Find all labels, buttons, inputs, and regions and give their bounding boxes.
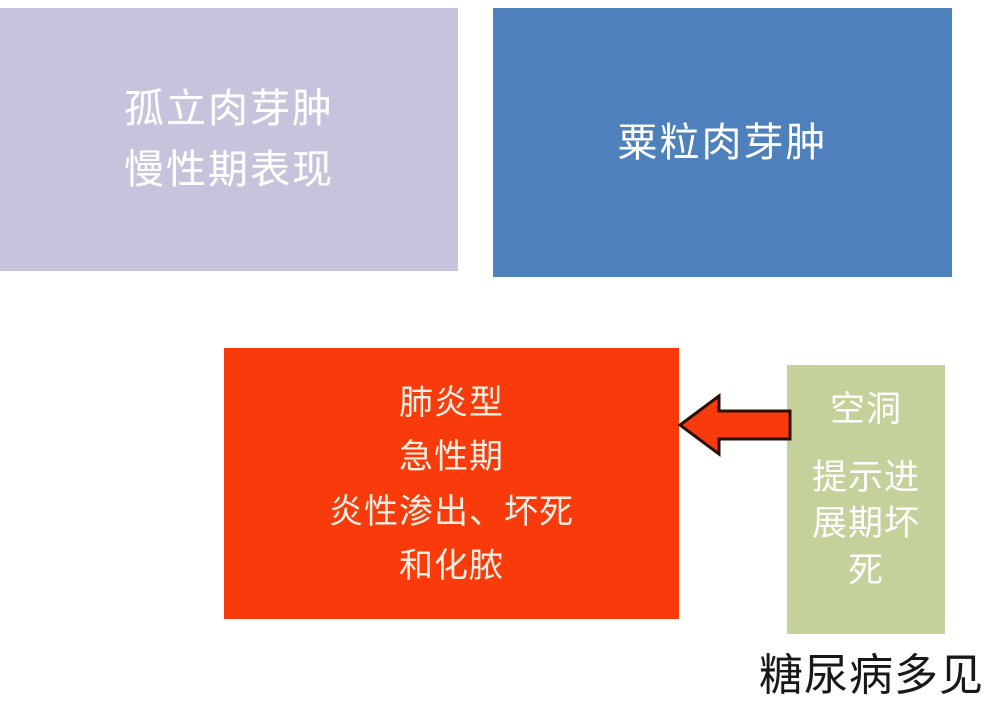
panel-acute-pneumonic-line-4: 和化脓 <box>399 547 504 585</box>
panel-acute-pneumonic-line-1: 肺炎型 <box>399 384 504 422</box>
panel-chronic-granuloma-line-1: 孤立肉芽肿 <box>124 85 334 131</box>
panel-chronic-granuloma[interactable]: 孤立肉芽肿 慢性期表现 <box>0 8 458 271</box>
panel-chronic-granuloma-line-2: 慢性期表现 <box>124 146 334 192</box>
footer-note: 糖尿病多见 <box>759 650 984 701</box>
panel-acute-pneumonic-line-3: 炎性渗出、坏死 <box>329 493 574 531</box>
panel-acute-pneumonic[interactable]: 肺炎型 急性期 炎性渗出、坏死 和化脓 <box>224 348 679 619</box>
left-arrow-polygon <box>678 393 792 457</box>
panel-cavity-progression[interactable]: 空洞 提示进 展期坏 死 <box>787 365 945 634</box>
panel-cavity-progression-line-1: 空洞 <box>829 390 902 429</box>
panel-cavity-progression-line-3: 展期坏 <box>811 504 920 544</box>
panel-miliary-granuloma[interactable]: 粟粒肉芽肿 <box>493 8 952 277</box>
panel-acute-pneumonic-line-2: 急性期 <box>399 439 504 477</box>
panel-miliary-granuloma-line-1: 粟粒肉芽肿 <box>617 119 828 165</box>
panel-cavity-progression-line-2: 提示进 <box>811 458 920 498</box>
panel-cavity-progression-line-4: 死 <box>847 550 884 590</box>
left-arrow-icon <box>678 392 792 458</box>
left-arrow-shape <box>678 393 792 457</box>
